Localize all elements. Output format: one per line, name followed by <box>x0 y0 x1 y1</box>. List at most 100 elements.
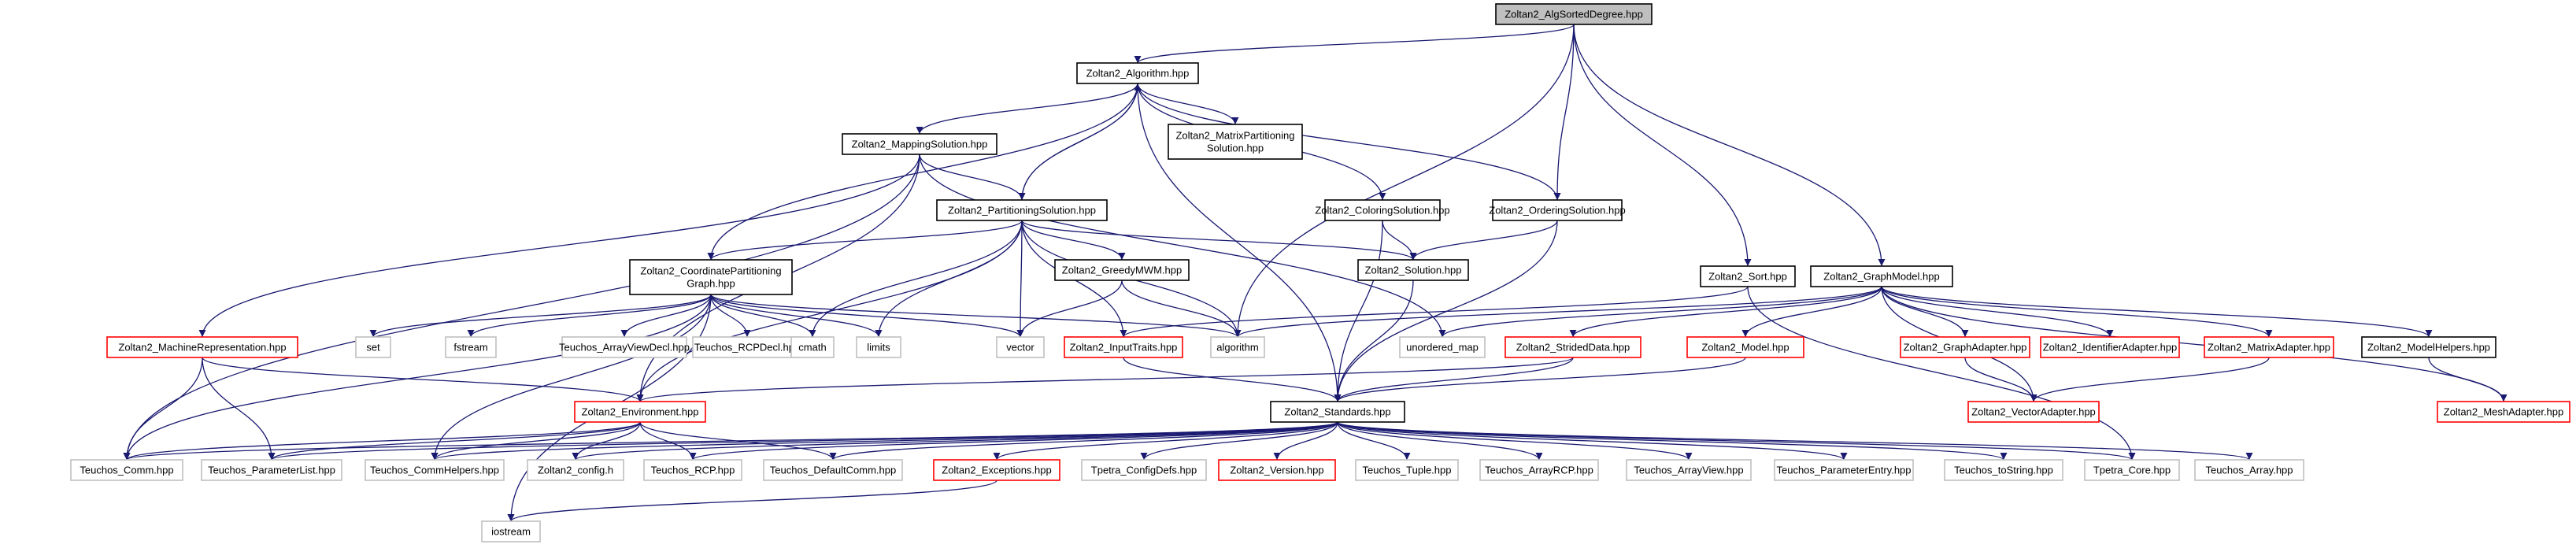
node-zoltan2-modelhelpers-hpp[interactable]: Zoltan2_ModelHelpers.hpp <box>2361 336 2496 358</box>
node-zoltan2-greedymwm-hpp[interactable]: Zoltan2_GreedyMWM.hpp <box>1054 259 1190 281</box>
edge-greedymwm-to-vector <box>1016 280 1123 338</box>
edge-standards-to-exceptions <box>993 421 1338 461</box>
node-zoltan2-standards-hpp[interactable]: Zoltan2_Standards.hpp <box>1270 401 1405 423</box>
node-zoltan2-mappingsolution-hpp[interactable]: Zoltan2_MappingSolution.hpp <box>842 133 997 155</box>
edge-standards-to-version <box>1273 421 1338 461</box>
edge-mapping-to-comm <box>123 154 920 461</box>
edge-coordgraph-to-commhelpers <box>431 294 712 461</box>
node-teuchos-defaultcomm-hpp: Teuchos_DefaultComm.hpp <box>763 459 903 481</box>
node-box <box>2040 336 2180 358</box>
node-label: limits <box>867 342 890 354</box>
node-zoltan2-matrixadapter-hpp[interactable]: Zoltan2_MatrixAdapter.hpp <box>2204 336 2334 358</box>
node-tpetra-configdefs-hpp: Tpetra_ConfigDefs.hpp <box>1081 459 1207 481</box>
node-box <box>365 459 505 481</box>
node-label: Teuchos_ParameterEntry.hpp <box>1776 465 1911 476</box>
node-label: Zoltan2_GreedyMWM.hpp <box>1062 265 1182 276</box>
edge-root-to-sort <box>1573 24 1752 267</box>
edge-machinerep-to-paramlist <box>202 357 276 461</box>
node-zoltan2-model-hpp[interactable]: Zoltan2_Model.hpp <box>1686 336 1804 358</box>
edge-partitioning-to-vector <box>1016 220 1024 338</box>
node-label: Zoltan2_MatrixAdapter.hpp <box>2208 342 2330 354</box>
node-box <box>2194 459 2304 481</box>
edge-graphadapter-to-vectoradapter <box>1964 357 2037 402</box>
edge-coordgraph-to-set <box>369 294 712 338</box>
node-zoltan2-version-hpp[interactable]: Zoltan2_Version.hpp <box>1218 459 1336 481</box>
node-zoltan2-inputtraits-hpp[interactable]: Zoltan2_InputTraits.hpp <box>1064 336 1183 358</box>
node-zoltan2-exceptions-hpp[interactable]: Zoltan2_Exceptions.hpp <box>933 459 1060 481</box>
edge-solution-to-standards <box>1334 280 1414 402</box>
node-zoltan2-solution-hpp[interactable]: Zoltan2_Solution.hpp <box>1357 259 1469 281</box>
node-zoltan2-algorithm-hpp[interactable]: Zoltan2_Algorithm.hpp <box>1076 62 1199 84</box>
node-label: Teuchos_Tuple.hpp <box>1363 465 1452 476</box>
node-zoltan2-orderingsolution-hpp[interactable]: Zoltan2_OrderingSolution.hpp <box>1489 199 1626 221</box>
node-zoltan2-graphadapter-hpp[interactable]: Zoltan2_GraphAdapter.hpp <box>1900 336 2030 358</box>
node-zoltan2-vectoradapter-hpp[interactable]: Zoltan2_VectorAdapter.hpp <box>1967 401 2100 423</box>
node-zoltan2-config-h: Zoltan2_config.h <box>527 459 624 481</box>
edge-standards-to-config <box>572 421 1338 461</box>
edge-graphmodel-to-unordered_map <box>1438 286 1882 338</box>
node-label: Zoltan2_Sort.hpp <box>1708 271 1787 283</box>
node-box <box>1168 124 1303 160</box>
node-teuchos-arrayview-hpp: Teuchos_ArrayView.hpp <box>1626 459 1752 481</box>
node-label: Zoltan2_OrderingSolution.hpp <box>1489 205 1625 217</box>
edge-sort-to-inputtraits <box>1120 286 1749 338</box>
edge-partitioning-to-algorithm_hpp <box>1021 83 1142 201</box>
node-label: Teuchos_CommHelpers.hpp <box>370 465 499 476</box>
node-teuchos-array-hpp: Teuchos_Array.hpp <box>2194 459 2304 481</box>
node-zoltan2-partitioningsolution-hpp[interactable]: Zoltan2_PartitioningSolution.hpp <box>936 199 1108 221</box>
node-zoltan2-meshadapter-hpp[interactable]: Zoltan2_MeshAdapter.hpp <box>2437 401 2570 423</box>
node-box <box>1479 459 1599 481</box>
node-label: Zoltan2_Algorithm.hpp <box>1086 68 1190 80</box>
node-label: Solution.hpp <box>1207 143 1264 154</box>
node-label: Zoltan2_MachineRepresentation.hpp <box>118 342 286 354</box>
edge-coordgraph-to-rcpdecl <box>710 294 751 338</box>
node-teuchos-commhelpers-hpp: Teuchos_CommHelpers.hpp <box>365 459 505 481</box>
edge-algorithm_hpp-to-matrixpart <box>1137 83 1239 125</box>
node-zoltan2-environment-hpp[interactable]: Zoltan2_Environment.hpp <box>574 401 706 423</box>
node-label: Zoltan2_InputTraits.hpp <box>1070 342 1178 354</box>
node-box <box>933 459 1060 481</box>
node-zoltan2-strideddata-hpp[interactable]: Zoltan2_StridedData.hpp <box>1505 336 1641 358</box>
edge-standards-to-paramentry <box>1337 421 1848 461</box>
node-label: Zoltan2_MappingSolution.hpp <box>852 139 988 150</box>
node-label: Zoltan2_Model.hpp <box>1701 342 1789 354</box>
node-vector: vector <box>996 336 1045 358</box>
node-box <box>1324 199 1441 221</box>
edge-environment-to-paramlist <box>268 421 641 461</box>
node-zoltan2-identifieradapter-hpp[interactable]: Zoltan2_IdentifierAdapter.hpp <box>2040 336 2180 358</box>
node-label: Teuchos_Comm.hpp <box>80 465 173 476</box>
node-label: Zoltan2_VectorAdapter.hpp <box>1971 406 2096 418</box>
node-box <box>1054 259 1190 281</box>
edge-partitioning-to-solution <box>1021 220 1417 261</box>
node-label: Teuchos_ArrayRCP.hpp <box>1485 465 1593 476</box>
node-label: Zoltan2_ColoringSolution.hpp <box>1315 205 1449 217</box>
node-cmath: cmath <box>790 336 835 358</box>
node-zoltan2-sort-hpp[interactable]: Zoltan2_Sort.hpp <box>1700 265 1796 287</box>
node-zoltan2-machinerepresentation-hpp[interactable]: Zoltan2_MachineRepresentation.hpp <box>106 336 298 358</box>
node-label: Zoltan2_config.h <box>538 465 613 476</box>
edge-matrixadapter-to-vectoradapter <box>2030 357 2270 402</box>
node-label: iostream <box>491 526 531 538</box>
edge-graphmodel-to-strideddata <box>1569 286 1882 338</box>
node-zoltan2-coloringsolution-hpp[interactable]: Zoltan2_ColoringSolution.hpp <box>1315 199 1450 221</box>
node-label: Graph.hpp <box>687 278 735 290</box>
node-fstream: fstream <box>445 336 497 358</box>
edge-standards-to-tostring <box>1337 421 2008 461</box>
dependency-edges <box>123 24 2508 522</box>
node-teuchos-tuple-hpp: Teuchos_Tuple.hpp <box>1355 459 1459 481</box>
node-label: Zoltan2_GraphModel.hpp <box>1823 271 1939 283</box>
node-zoltan2-graphmodel-hpp[interactable]: Zoltan2_GraphModel.hpp <box>1810 265 1953 287</box>
edge-graphmodel-to-model <box>1741 286 1882 338</box>
edge-standards-to-tpetraconfig <box>1140 421 1338 461</box>
edge-root-to-ordering <box>1553 24 1575 201</box>
node-box <box>1270 401 1405 423</box>
edge-coordgraph-to-fstream <box>467 294 712 338</box>
node-zoltan2-algsorteddegree-hpp[interactable]: Zoltan2_AlgSortedDegree.hpp <box>1495 3 1653 25</box>
node-box <box>1686 336 1804 358</box>
edge-graphmodel-to-modelhelpers <box>1881 286 2433 338</box>
edge-standards-to-rcp <box>689 421 1338 461</box>
node-box <box>842 133 997 155</box>
node-tpetra-core-hpp: Tpetra_Core.hpp <box>2084 459 2180 481</box>
